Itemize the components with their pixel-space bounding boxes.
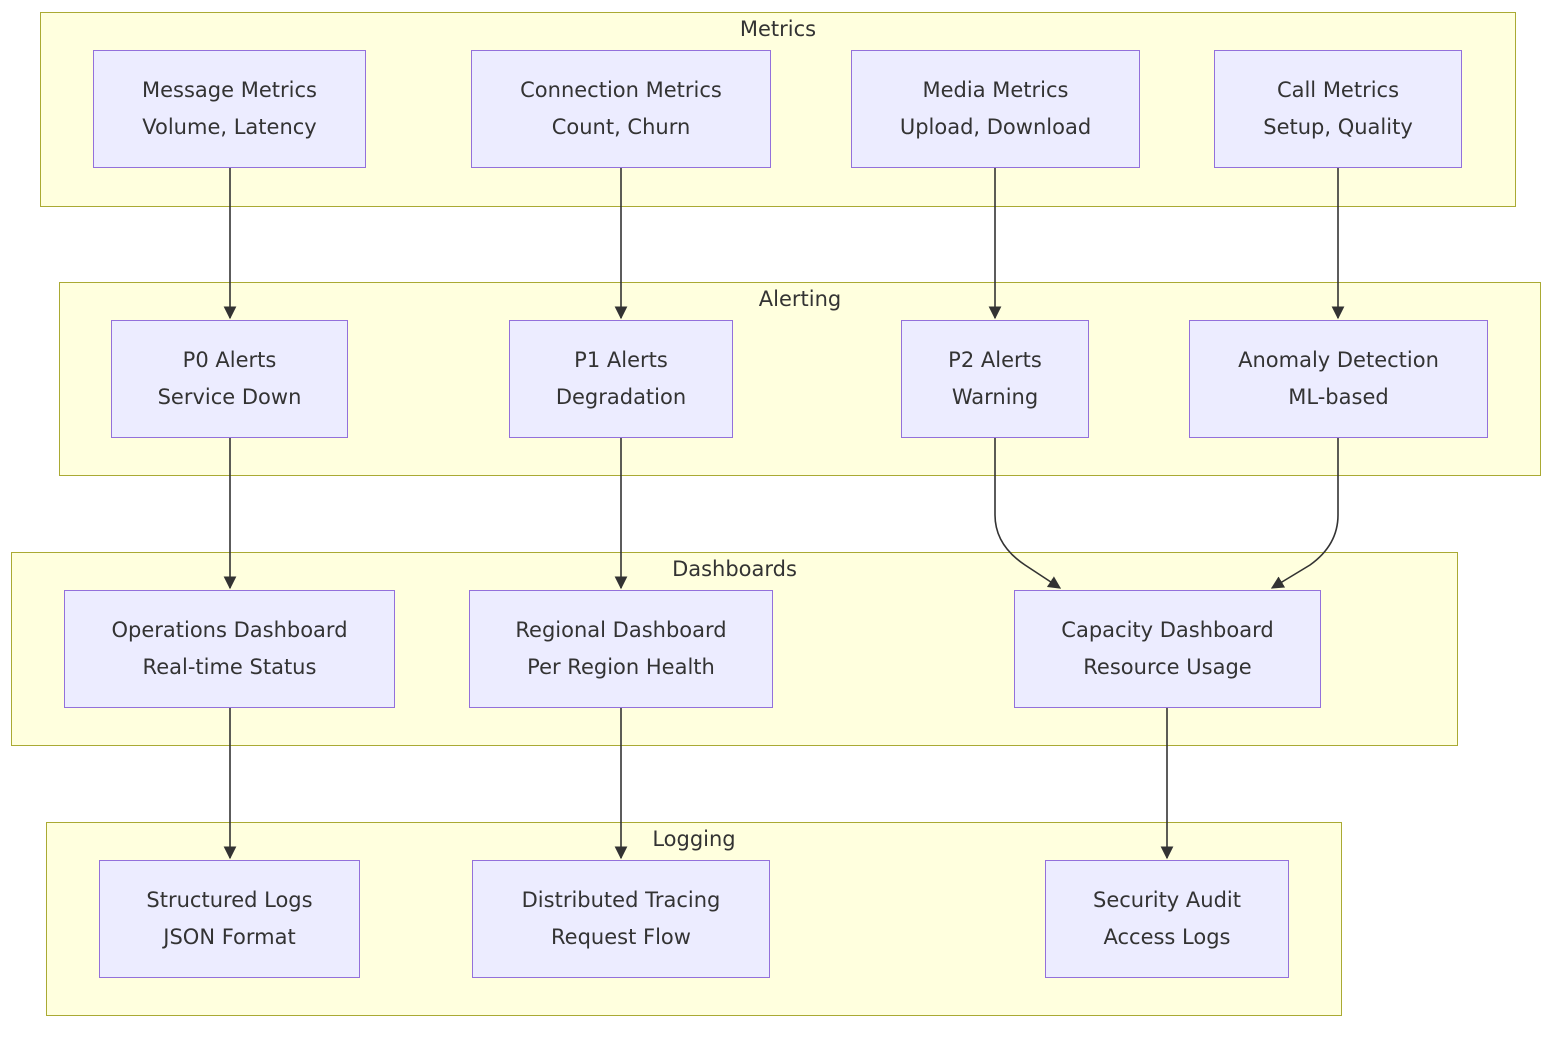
cluster-title-dashboards: Dashboards (672, 557, 797, 581)
node-call-metrics-title: Call Metrics (1276, 78, 1400, 102)
node-security-audit-title: Security Audit (1093, 888, 1241, 912)
node-regional-dashboard-detail: Per Region Health (527, 655, 715, 679)
node-structured-logs: Structured Logs JSON Format (99, 860, 360, 978)
node-capacity-dashboard-title: Capacity Dashboard (1061, 618, 1274, 642)
node-operations-dashboard: Operations Dashboard Real-time Status (64, 590, 395, 708)
node-regional-dashboard: Regional Dashboard Per Region Health (469, 590, 773, 708)
node-anomaly-detection-detail: ML-based (1288, 385, 1389, 409)
node-anomaly-detection: Anomaly Detection ML-based (1189, 320, 1488, 438)
cluster-title-metrics: Metrics (739, 17, 817, 41)
node-distributed-tracing: Distributed Tracing Request Flow (472, 860, 770, 978)
node-p0-alerts-detail: Service Down (157, 385, 302, 409)
node-operations-dashboard-title: Operations Dashboard (111, 618, 348, 642)
node-distributed-tracing-detail: Request Flow (551, 925, 691, 949)
node-connection-metrics: Connection Metrics Count, Churn (471, 50, 771, 168)
node-capacity-dashboard-detail: Resource Usage (1083, 655, 1252, 679)
node-message-metrics-detail: Volume, Latency (142, 115, 317, 139)
node-regional-dashboard-title: Regional Dashboard (515, 618, 727, 642)
node-security-audit-detail: Access Logs (1103, 925, 1231, 949)
node-connection-metrics-title: Connection Metrics (520, 78, 722, 102)
node-message-metrics-title: Message Metrics (142, 78, 317, 102)
cluster-title-alerting: Alerting (758, 287, 842, 311)
node-p1-alerts: P1 Alerts Degradation (509, 320, 733, 438)
node-structured-logs-detail: JSON Format (163, 925, 296, 949)
node-media-metrics-detail: Upload, Download (899, 115, 1092, 139)
node-anomaly-detection-title: Anomaly Detection (1238, 348, 1439, 372)
node-capacity-dashboard: Capacity Dashboard Resource Usage (1014, 590, 1321, 708)
node-media-metrics: Media Metrics Upload, Download (851, 50, 1140, 168)
node-message-metrics: Message Metrics Volume, Latency (93, 50, 366, 168)
node-p0-alerts: P0 Alerts Service Down (111, 320, 348, 438)
node-structured-logs-title: Structured Logs (146, 888, 313, 912)
node-operations-dashboard-detail: Real-time Status (142, 655, 317, 679)
node-p2-alerts-detail: Warning (951, 385, 1039, 409)
node-media-metrics-title: Media Metrics (922, 78, 1069, 102)
node-p2-alerts-title: P2 Alerts (948, 348, 1042, 372)
node-call-metrics: Call Metrics Setup, Quality (1214, 50, 1462, 168)
node-p0-alerts-title: P0 Alerts (182, 348, 277, 372)
node-distributed-tracing-title: Distributed Tracing (521, 888, 721, 912)
node-connection-metrics-detail: Count, Churn (551, 115, 691, 139)
node-p1-alerts-title: P1 Alerts (574, 348, 668, 372)
cluster-title-logging: Logging (652, 827, 736, 851)
node-call-metrics-detail: Setup, Quality (1263, 115, 1413, 139)
node-p1-alerts-detail: Degradation (555, 385, 687, 409)
node-security-audit: Security Audit Access Logs (1045, 860, 1289, 978)
node-p2-alerts: P2 Alerts Warning (901, 320, 1089, 438)
